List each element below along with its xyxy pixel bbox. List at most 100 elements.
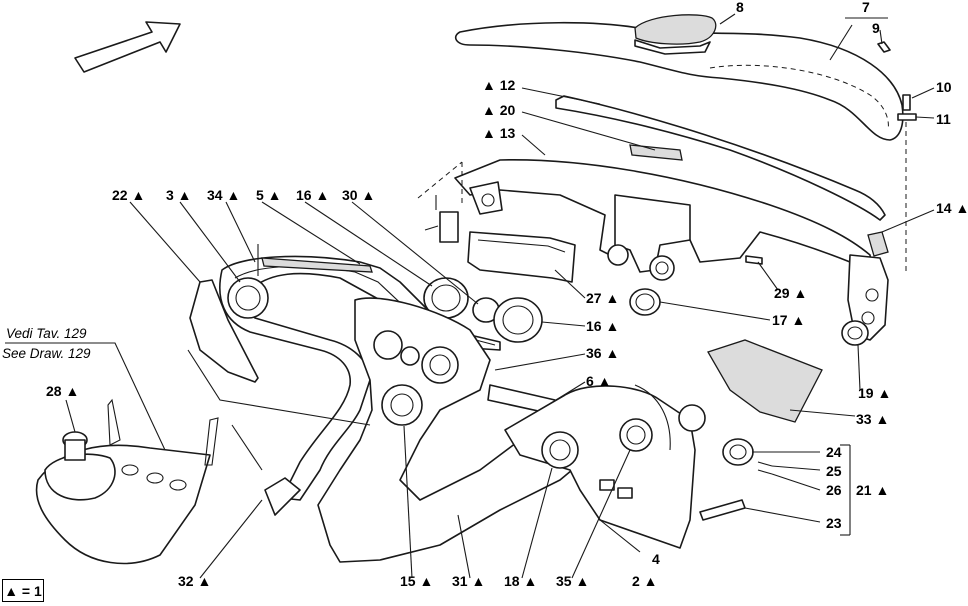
ring-19-inner (847, 326, 863, 340)
ring-4 (678, 404, 706, 432)
callout-32: 32 ▲ (178, 573, 211, 589)
center-gauge-2 (421, 346, 459, 384)
callout-27: 27 ▲ (586, 290, 619, 306)
callout-6: 6 ▲ (586, 373, 612, 389)
console-vent-35 (619, 418, 653, 452)
callout-28: 28 ▲ (46, 383, 79, 399)
shifter-stem (64, 439, 86, 461)
washer-11 (897, 113, 917, 121)
right-end-bracket (847, 254, 889, 341)
center-gauge-1 (373, 330, 403, 360)
side-vent-14 (867, 231, 889, 257)
left-end-panel (189, 279, 259, 383)
callout-18: 18 ▲ (504, 573, 537, 589)
callout-2: 2 ▲ (632, 573, 658, 589)
callout-35: 35 ▲ (556, 573, 589, 589)
end-bracket-hole-2 (861, 311, 875, 325)
callout-25: 25 (826, 463, 842, 479)
bracket-30 (439, 211, 459, 243)
end-bracket-hole-1 (865, 288, 879, 302)
storage-box-top (477, 239, 566, 253)
callout-19: 19 ▲ (858, 385, 891, 401)
bezel-16b-inner (502, 305, 534, 335)
callout-4: 4 (652, 551, 660, 567)
clip-9 (877, 41, 891, 53)
callout-12: ▲ 12 (482, 77, 516, 93)
callout-31: 31 ▲ (452, 573, 485, 589)
gauge-15 (381, 384, 423, 426)
ring-17-inner (635, 293, 655, 311)
crossbeam-bracket-hole (481, 193, 495, 207)
direction-arrow (74, 21, 181, 73)
callout-7: 7 (862, 0, 870, 15)
note-see: See Draw. 129 (2, 346, 91, 361)
callout-16b: 16 ▲ (586, 318, 619, 334)
callout-16a: 16 ▲ (296, 187, 329, 203)
storage-box (467, 231, 576, 283)
callout-29: 29 ▲ (774, 285, 807, 301)
bezel-16a-inner (431, 284, 461, 312)
bracket-23 (699, 499, 746, 521)
callout-11: 11 (936, 111, 951, 127)
screw-30b (424, 225, 439, 231)
crossbeam-bracket-left (469, 181, 503, 215)
gauge-15-inner (390, 393, 414, 417)
shifter-bracket-2 (204, 417, 219, 466)
lower-trim-32 (264, 477, 301, 516)
ring-17 (629, 288, 661, 316)
callout-22: 22 ▲ (112, 187, 145, 203)
switch-1 (599, 479, 615, 491)
center-gauge-3 (400, 346, 420, 366)
switch-2 (617, 487, 633, 499)
crossbeam-duct-port (649, 255, 675, 281)
console-vent-18 (541, 431, 579, 469)
ring-19 (841, 320, 869, 346)
shifter-boot (44, 453, 116, 501)
crossbeam-duct-port-2 (607, 244, 629, 266)
center-gauge-2-inner (429, 354, 451, 376)
screw-25 (757, 461, 773, 467)
callout-15: 15 ▲ (400, 573, 433, 589)
console-vent-35-inner (626, 425, 646, 445)
shifter-hole-3 (169, 479, 187, 491)
callout-13: ▲ 13 (482, 125, 516, 141)
bezel-24-inner (729, 444, 747, 460)
shifter-hole-2 (146, 472, 164, 484)
console-trim-4 (634, 384, 671, 451)
callout-23: 23 (826, 515, 842, 531)
note-vedi: Vedi Tav. 129 (6, 326, 87, 341)
left-vent-inner (235, 285, 261, 311)
callout-5: 5 ▲ (256, 187, 282, 203)
callout-34: 34 ▲ (207, 187, 240, 203)
callout-26: 26 (826, 482, 842, 498)
callout-17: 17 ▲ (772, 312, 805, 328)
legend-text: ▲ = 1 (4, 582, 42, 599)
top-trim-stitch (709, 64, 889, 131)
callout-36: 36 ▲ (586, 345, 619, 361)
bezel-16b (493, 297, 543, 343)
cover-panel-33 (707, 339, 823, 423)
legend-box: ▲ = 1 (2, 579, 44, 602)
callout-10: 10 (936, 79, 952, 95)
top-vent-bracket (634, 39, 711, 55)
callout-8: 8 (736, 0, 744, 15)
callout-14: 14 ▲ (936, 200, 968, 216)
callout-33: 33 ▲ (856, 411, 889, 427)
defrost-vent (629, 144, 683, 161)
bezel-24 (722, 438, 754, 466)
console-vent-18-inner (549, 439, 571, 461)
crossbeam-duct-port-inner (655, 261, 669, 275)
callout-30: 30 ▲ (342, 187, 375, 203)
leader-lines (5, 13, 935, 579)
bolt-29 (745, 255, 763, 265)
trim-strip-5 (261, 257, 373, 273)
screw-26 (757, 469, 773, 475)
callout-20: ▲ 20 (482, 102, 516, 118)
callout-labels: 8 7 9 10 11 ▲ 12 ▲ 20 ▲ 13 14 ▲ 22 ▲ 3 ▲… (2, 0, 968, 589)
shifter-hole-1 (121, 464, 139, 476)
callout-3: 3 ▲ (166, 187, 192, 203)
callout-24: 24 (826, 444, 842, 460)
shifter-bracket-1 (107, 398, 121, 446)
